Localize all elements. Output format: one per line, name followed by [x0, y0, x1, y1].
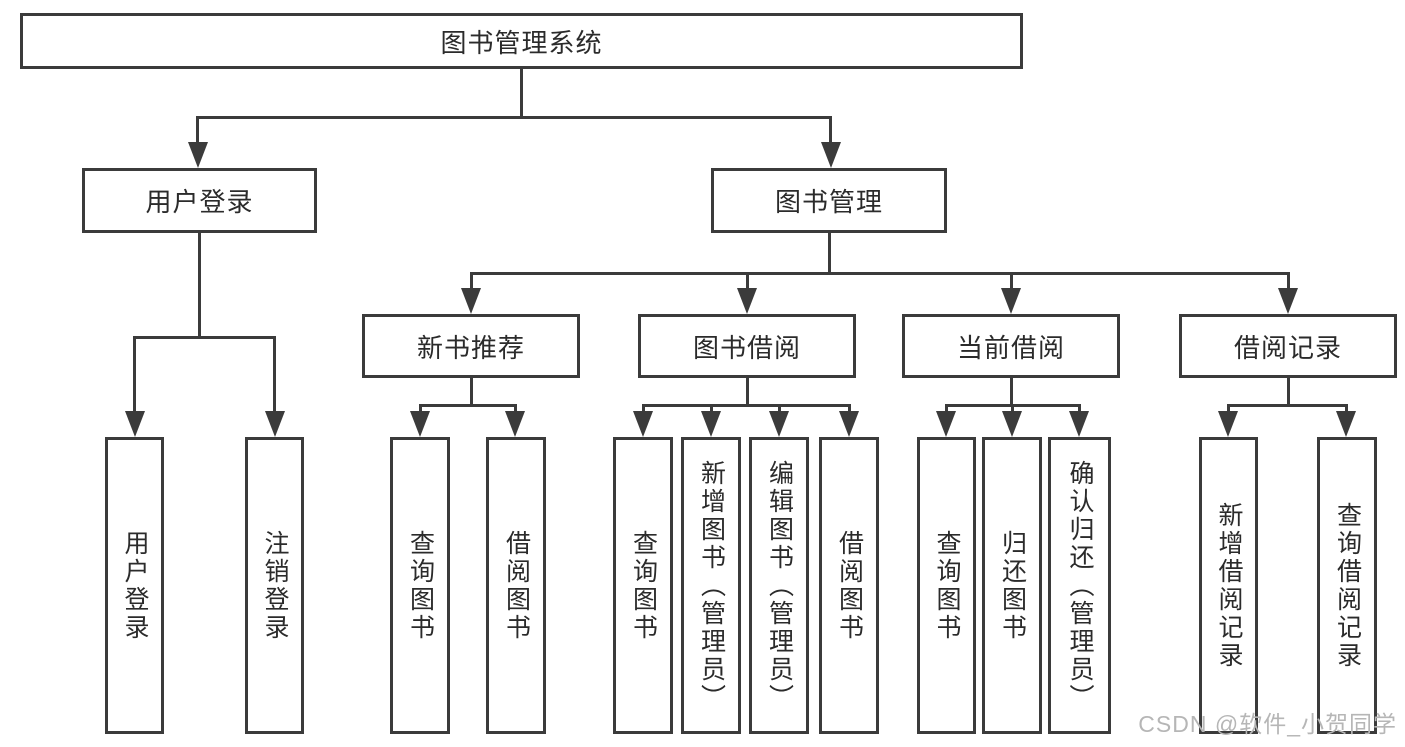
node-label: 注销登录 — [261, 529, 289, 642]
node-label: 确认归还（管理员） — [1066, 459, 1094, 712]
node-user-login: 用户登录 — [82, 168, 317, 233]
connector-line — [710, 404, 713, 414]
connector-line — [828, 233, 831, 275]
arrow-down-icon — [1218, 411, 1238, 437]
node-label: 查询图书 — [406, 529, 435, 642]
node-label: 图书借阅 — [692, 332, 801, 363]
node-label: 新增图书（管理员） — [697, 459, 726, 712]
connector-line — [1011, 404, 1014, 414]
node-edit-books-admin: 编辑图书（管理员） — [749, 437, 809, 734]
arrow-down-icon — [1336, 411, 1356, 437]
arrow-down-icon — [265, 411, 285, 437]
arrow-down-icon — [839, 411, 859, 437]
node-query-borrow-record: 查询借阅记录 — [1317, 437, 1377, 734]
connector-line — [198, 233, 201, 338]
connector-line — [746, 378, 749, 407]
node-label: 借阅图书 — [835, 529, 864, 642]
node-label: 查询图书 — [629, 529, 658, 642]
connector-line — [1227, 404, 1230, 414]
node-label: 图书管理 — [774, 187, 883, 217]
node-label: 归还图书 — [998, 529, 1027, 642]
arrow-down-icon — [1002, 411, 1022, 437]
node-borrowing-records: 借阅记录 — [1179, 314, 1397, 378]
node-label: 查询借阅记录 — [1333, 501, 1362, 670]
connector-line — [470, 272, 1288, 275]
node-user-login-action: 用户登录 — [105, 437, 164, 734]
node-query-books-current: 查询图书 — [917, 437, 976, 734]
connector-line — [273, 336, 276, 414]
node-label: 新增借阅记录 — [1215, 501, 1243, 670]
arrow-down-icon — [633, 411, 653, 437]
connector-line — [514, 404, 517, 414]
connector-line — [196, 116, 199, 146]
connector-line — [419, 404, 422, 414]
arrow-down-icon — [1069, 411, 1089, 437]
node-label: 借阅图书 — [502, 529, 531, 642]
connector-line — [133, 336, 136, 414]
node-current-borrowing: 当前借阅 — [902, 314, 1120, 378]
node-borrow-books-borrowing: 借阅图书 — [819, 437, 879, 734]
connector-line — [829, 116, 832, 146]
node-library-management-system: 图书管理系统 — [20, 13, 1023, 69]
node-book-management: 图书管理 — [711, 168, 947, 233]
node-query-books-recommend: 查询图书 — [390, 437, 450, 734]
node-new-book-recommend: 新书推荐 — [362, 314, 580, 378]
node-label: 新书推荐 — [416, 332, 525, 363]
node-label: 当前借阅 — [956, 332, 1065, 363]
connector-line — [1287, 378, 1290, 407]
connector-line — [848, 404, 851, 414]
arrow-down-icon — [505, 411, 525, 437]
node-label: 编辑图书（管理员） — [765, 459, 794, 712]
connector-line — [470, 272, 473, 292]
node-label: 借阅记录 — [1233, 332, 1342, 363]
arrow-down-icon — [188, 142, 208, 168]
connector-line — [1078, 404, 1081, 414]
arrow-down-icon — [125, 411, 145, 437]
arrow-down-icon — [410, 411, 430, 437]
node-label: 用户登录 — [121, 529, 149, 642]
node-label: 图书管理系统 — [440, 27, 603, 58]
connector-line — [196, 116, 832, 119]
node-add-borrow-record: 新增借阅记录 — [1199, 437, 1258, 734]
node-label: 查询图书 — [933, 529, 961, 642]
node-borrow-books-recommend: 借阅图书 — [486, 437, 546, 734]
connector-line — [1010, 378, 1013, 407]
connector-line — [642, 404, 645, 414]
connector-line — [470, 378, 473, 407]
connector-line — [778, 404, 781, 414]
connector-line — [642, 404, 851, 407]
node-label: 用户登录 — [145, 187, 254, 217]
connector-line — [945, 404, 948, 414]
watermark-text: CSDN @软件_小贺同学 — [1138, 711, 1397, 737]
connector-line — [1345, 404, 1348, 414]
connector-line — [1287, 272, 1290, 292]
node-return-books: 归还图书 — [982, 437, 1042, 734]
node-add-books-admin: 新增图书（管理员） — [681, 437, 741, 734]
connector-line — [133, 336, 276, 339]
node-book-borrowing: 图书借阅 — [638, 314, 856, 378]
connector-line — [1227, 404, 1348, 407]
arrow-down-icon — [737, 288, 757, 314]
node-logout-action: 注销登录 — [245, 437, 304, 734]
node-query-books-borrowing: 查询图书 — [613, 437, 673, 734]
arrow-down-icon — [461, 288, 481, 314]
arrow-down-icon — [936, 411, 956, 437]
arrow-down-icon — [769, 411, 789, 437]
connector-line — [419, 404, 517, 407]
connector-line — [1010, 272, 1013, 292]
arrow-down-icon — [821, 142, 841, 168]
arrow-down-icon — [1001, 288, 1021, 314]
arrow-down-icon — [701, 411, 721, 437]
connector-line — [520, 69, 523, 119]
arrow-down-icon — [1278, 288, 1298, 314]
node-confirm-return-admin: 确认归还（管理员） — [1048, 437, 1111, 734]
connector-line — [746, 272, 749, 292]
